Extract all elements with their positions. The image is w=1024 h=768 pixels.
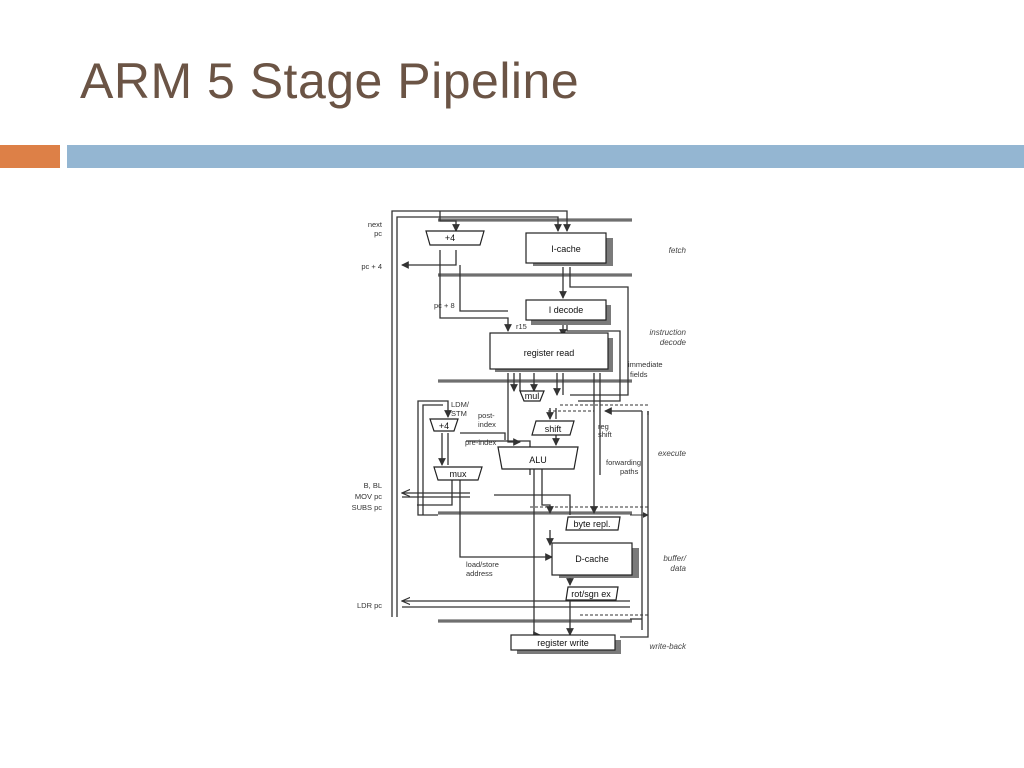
mux-label: mux xyxy=(449,469,467,479)
label-immediate: immediate xyxy=(628,360,663,369)
label-ldm: LDM/ xyxy=(451,400,470,409)
dashed-busses xyxy=(530,404,648,616)
accent-bar-orange xyxy=(0,145,60,168)
label-pre-index: pre-index xyxy=(465,438,497,447)
dcache-block: D-cache xyxy=(551,542,639,578)
pipeline-diagram: +4 I-cache I decode register read mul +4… xyxy=(352,210,687,654)
label-post: post- xyxy=(478,411,495,420)
stage-fetch: fetch xyxy=(669,246,687,255)
stage-instruction: instruction xyxy=(650,328,687,337)
byte-repl-block: byte repl. xyxy=(565,516,621,531)
label-b-bl: B, BL xyxy=(364,481,382,490)
icache-block: I-cache xyxy=(525,232,613,266)
label-fields: fields xyxy=(630,370,648,379)
stage-buffer: buffer/ xyxy=(663,554,686,563)
label-mov-pc: MOV pc xyxy=(355,492,382,501)
idecode-block: I decode xyxy=(525,299,611,325)
plus4-ldm-block: +4 xyxy=(429,418,459,432)
alu-block: ALU xyxy=(497,446,579,470)
mux-block: mux xyxy=(433,466,483,481)
label-pc-plus-8: pc + 8 xyxy=(434,301,455,310)
byte-repl-label: byte repl. xyxy=(573,519,610,529)
alu-label: ALU xyxy=(529,455,547,465)
label-ldr-pc: LDR pc xyxy=(357,601,382,610)
mul-block: mul xyxy=(519,390,545,402)
pipeline-latches xyxy=(438,218,632,623)
label-reg-shift: shift xyxy=(598,430,613,439)
accent-bar-blue xyxy=(67,145,1024,168)
stage-decode: decode xyxy=(660,338,687,347)
rot-sgn-ex-block: rot/sgn ex xyxy=(565,586,619,601)
label-reg: reg xyxy=(598,422,609,431)
register-read-block: register read xyxy=(489,332,613,372)
label-r15: r15 xyxy=(516,322,527,331)
label-pc: pc xyxy=(374,229,382,238)
slide-title: ARM 5 Stage Pipeline xyxy=(80,53,580,109)
label-stm: STM xyxy=(451,409,467,418)
rot-sgn-ex-label: rot/sgn ex xyxy=(571,589,611,599)
branch-arrows xyxy=(402,493,630,608)
label-index: index xyxy=(478,420,496,429)
register-read-label: register read xyxy=(524,348,575,358)
stage-data: data xyxy=(670,564,686,573)
mul-label: mul xyxy=(525,391,540,401)
plus4-top-block: +4 xyxy=(425,230,485,246)
label-address: address xyxy=(466,569,493,578)
stage-write-back: write-back xyxy=(650,642,687,651)
plus4-ldm-label: +4 xyxy=(439,421,449,431)
pc-feedback-bus xyxy=(391,210,571,617)
shift-block: shift xyxy=(531,420,575,436)
label-subs-pc: SUBS pc xyxy=(352,503,383,512)
plus4-top-label: +4 xyxy=(445,233,455,243)
shift-label: shift xyxy=(545,424,562,434)
label-paths: paths xyxy=(620,467,639,476)
stage-execute: execute xyxy=(658,449,687,458)
idecode-label: I decode xyxy=(549,305,584,315)
label-pc-plus-4: pc + 4 xyxy=(361,262,382,271)
register-write-block: register write xyxy=(510,634,621,654)
label-load-store: load/store xyxy=(466,560,499,569)
icache-label: I-cache xyxy=(551,244,581,254)
forwarding-paths xyxy=(604,407,649,638)
dcache-label: D-cache xyxy=(575,554,609,564)
label-next: next xyxy=(368,220,383,229)
register-write-label: register write xyxy=(537,638,589,648)
label-forwarding: forwarding xyxy=(606,458,641,467)
